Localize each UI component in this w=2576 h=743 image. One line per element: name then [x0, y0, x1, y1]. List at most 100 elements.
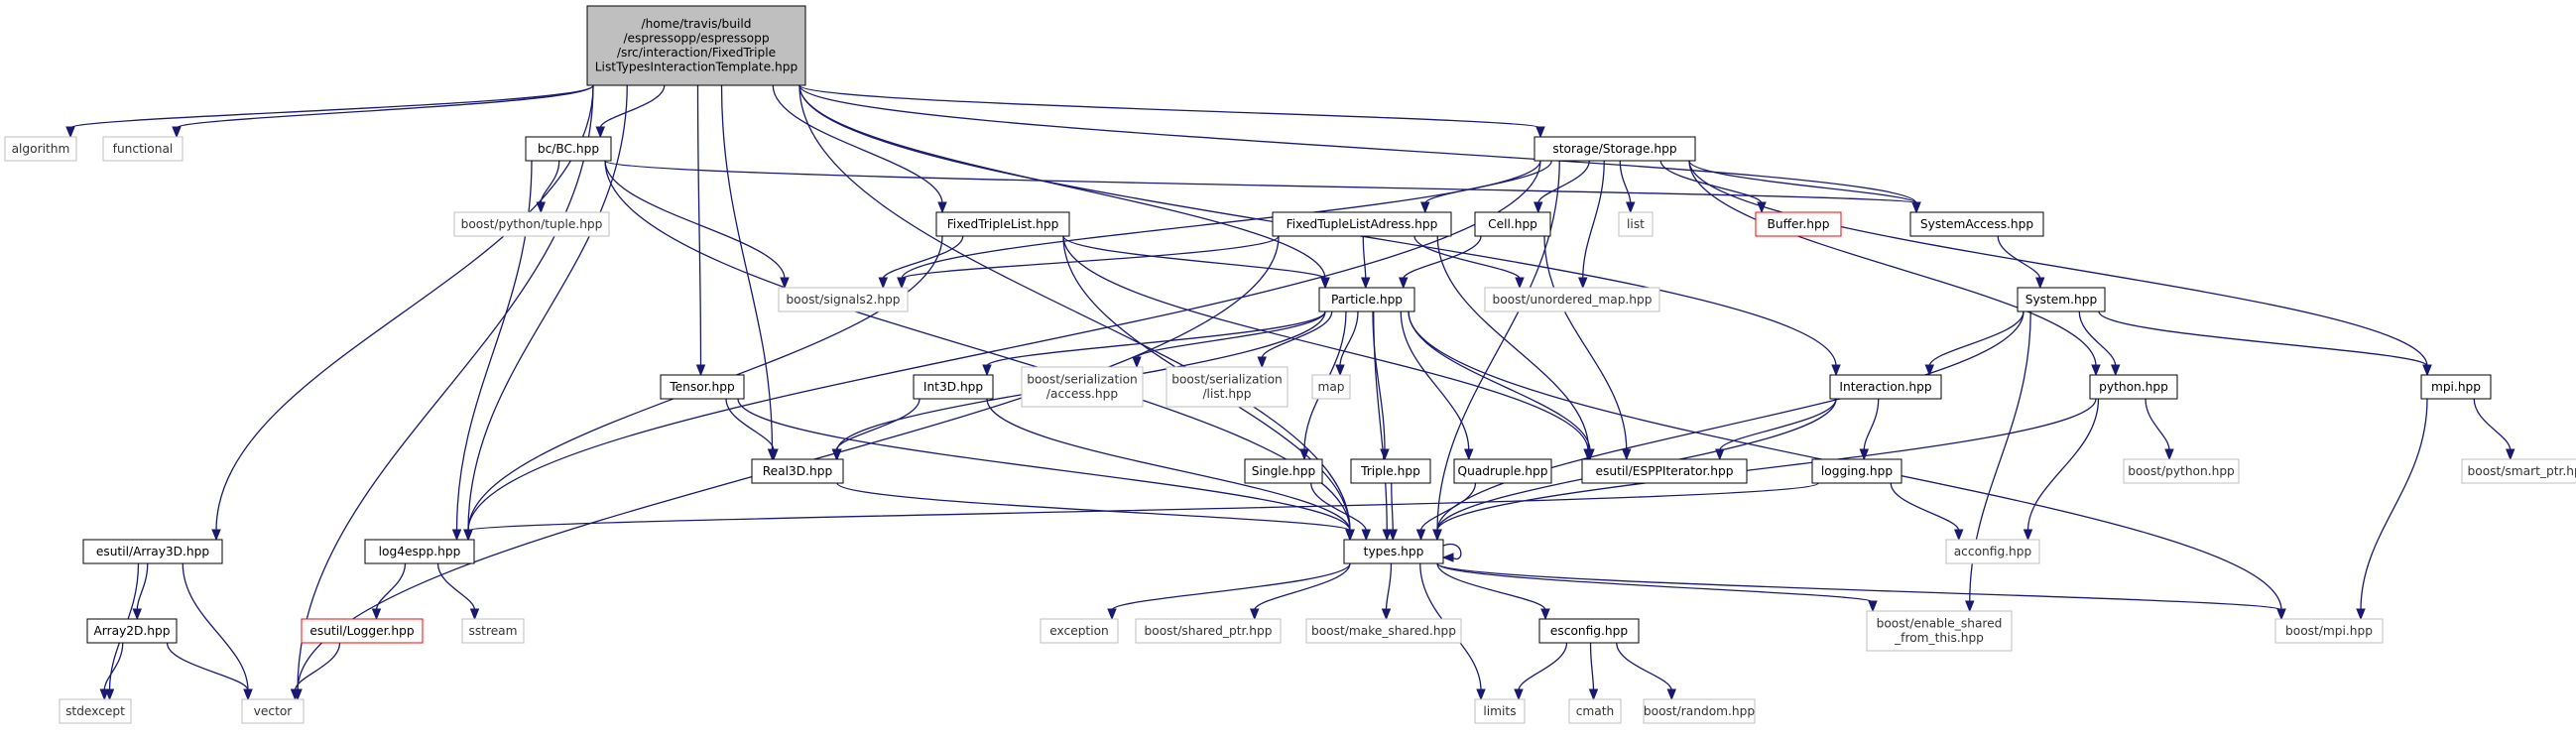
edge-arrowhead — [1514, 688, 1524, 701]
edge-root-to-tensor — [695, 84, 706, 377]
edge-line — [2360, 398, 2428, 611]
node-logging[interactable]: logging.hpp — [1811, 458, 1902, 484]
node-system[interactable]: System.hpp — [2017, 287, 2106, 312]
node-int3d[interactable]: Int3D.hpp — [913, 374, 994, 400]
edge-arrowhead — [2164, 448, 2174, 461]
edge-arrowhead — [2422, 364, 2432, 377]
edge-arrowhead — [1965, 600, 1975, 613]
node-bc[interactable]: bc/BC.hpp — [525, 136, 612, 162]
edge-line — [882, 235, 964, 280]
node-box-sysaccess — [1909, 211, 2044, 237]
node-mpi[interactable]: mpi.hpp — [2420, 374, 2492, 400]
edge-arrowhead — [1831, 364, 1841, 377]
node-esppiter[interactable]: esutil/ESPPIterator.hpp — [1581, 458, 1748, 484]
node-label-log4espp: log4espp.hpp — [379, 545, 461, 558]
edge-log4espp-to-logger — [371, 562, 407, 621]
node-storage[interactable]: storage/Storage.hpp — [1533, 136, 1696, 162]
edge-line — [1436, 310, 2024, 532]
edge-particle-to-types — [1373, 310, 1392, 542]
node-esconfig[interactable]: esconfig.hpp — [1538, 618, 1640, 644]
node-array3d[interactable]: esutil/Array3D.hpp — [82, 539, 223, 564]
node-label-particle: Particle.hpp — [1331, 293, 1403, 307]
edge-root-to-bc — [595, 84, 666, 139]
node-box-interaction — [1829, 374, 1942, 400]
node-label-enableshared: _from_this.hpp — [1894, 631, 1984, 645]
edge-esconfig-to-brandom — [1616, 642, 1676, 701]
edge-esconfig-to-cmath — [1588, 642, 1599, 701]
edge-line — [1062, 235, 1326, 280]
edge-arrowhead — [1335, 364, 1345, 377]
node-label-python: python.hpp — [2099, 380, 2168, 394]
node-bser_list: boost/serialization/list.hpp — [1165, 366, 1288, 408]
node-quadruple[interactable]: Quadruple.hpp — [1453, 458, 1552, 484]
node-bpython: boost/python.hpp — [2123, 458, 2240, 484]
node-label-ftla: FixedTupleListAdress.hpp — [1287, 217, 1438, 231]
node-logger[interactable]: esutil/Logger.hpp — [301, 618, 424, 644]
node-label-bser_access: boost/serialization — [1027, 373, 1138, 387]
edge-line — [136, 562, 149, 611]
edge-line — [1543, 235, 1628, 451]
node-cell[interactable]: Cell.hpp — [1474, 211, 1551, 237]
node-box-map — [1311, 374, 1351, 400]
node-label-enableshared: boost/enable_shared — [1877, 617, 2003, 631]
node-label-exception: exception — [1049, 624, 1109, 638]
edge-arrowhead — [371, 608, 382, 621]
node-array2d[interactable]: Array2D.hpp — [86, 618, 178, 644]
node-triple[interactable]: Triple.hpp — [1350, 458, 1431, 484]
node-box-bser_list — [1165, 366, 1288, 408]
edge-line — [2078, 310, 2117, 367]
node-label-stdexcept: stdexcept — [65, 704, 125, 718]
node-box-storage — [1533, 136, 1696, 162]
edge-line — [1442, 543, 1462, 560]
edge-line — [297, 84, 594, 691]
edge-arrowhead — [1588, 688, 1599, 701]
edge-storage-to-list — [1619, 160, 1636, 214]
edge-particle-to-triple — [1372, 310, 1390, 461]
edge-storage-to-sysaccess — [1688, 160, 1921, 214]
edge-line — [1719, 398, 1837, 451]
edge-arrowhead — [243, 688, 253, 701]
node-label-array3d: esutil/Array3D.hpp — [96, 545, 210, 558]
node-makeshared: boost/make_shared.hpp — [1305, 618, 1462, 644]
node-sstream: sstream — [461, 618, 525, 644]
edge-line — [1616, 642, 1672, 691]
edge-line — [1391, 482, 1394, 532]
node-real3d[interactable]: Real3D.hpp — [751, 458, 844, 484]
node-interaction[interactable]: Interaction.hpp — [1829, 374, 1942, 400]
edge-line — [604, 160, 786, 280]
node-bmpi: boost/mpi.hpp — [2274, 618, 2384, 644]
node-particle[interactable]: Particle.hpp — [1318, 287, 1415, 312]
node-box-int3d — [913, 374, 994, 400]
edge-arrowhead — [1381, 608, 1392, 621]
edge-arrowhead — [1361, 277, 1371, 290]
edge-system-to-types — [1432, 310, 2024, 542]
edge-system-to-mpi — [2098, 310, 2432, 377]
node-root[interactable]: /home/travis/build/espressopp/espressopp… — [586, 5, 806, 86]
edge-line — [1619, 160, 1632, 204]
edge-storage-to-unordered — [1578, 160, 1605, 290]
node-box-sstream — [461, 618, 525, 644]
node-types[interactable]: types.hpp — [1343, 539, 1444, 564]
edge-arrowhead — [1626, 201, 1636, 214]
edge-arrowhead — [1578, 277, 1588, 290]
edge-single-to-types — [1310, 482, 1371, 542]
node-label-esconfig: esconfig.hpp — [1550, 624, 1628, 638]
node-buffer[interactable]: Buffer.hpp — [1755, 211, 1842, 237]
node-single[interactable]: Single.hpp — [1244, 458, 1323, 484]
node-fixedtriplelist[interactable]: FixedTripleList.hpp — [935, 211, 1070, 237]
node-box-array2d — [86, 618, 178, 644]
node-sysaccess[interactable]: SystemAccess.hpp — [1909, 211, 2044, 237]
node-box-stdexcept — [59, 698, 132, 724]
node-box-array3d — [82, 539, 223, 564]
node-label-bser_list: boost/serialization — [1171, 373, 1283, 387]
node-label-tensor: Tensor.hpp — [669, 380, 735, 394]
edge-arrowhead — [290, 688, 301, 701]
node-label-int3d: Int3D.hpp — [923, 380, 984, 394]
edge-line — [696, 84, 702, 367]
node-log4espp[interactable]: log4espp.hpp — [364, 539, 475, 564]
node-tensor[interactable]: Tensor.hpp — [660, 374, 745, 400]
node-ftla[interactable]: FixedTupleListAdress.hpp — [1272, 211, 1452, 237]
node-python[interactable]: python.hpp — [2089, 374, 2178, 400]
edge-arrowhead — [65, 126, 75, 139]
